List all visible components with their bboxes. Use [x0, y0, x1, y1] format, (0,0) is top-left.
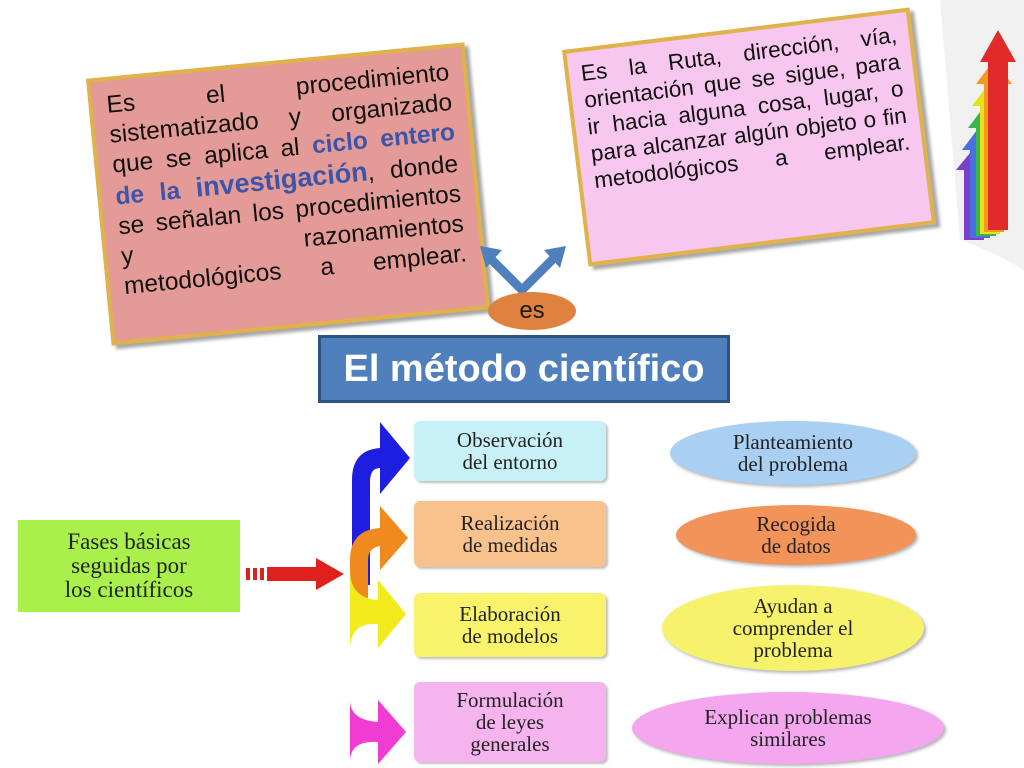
phase-arrows: [350, 422, 410, 764]
v-arrow-shape: [483, 251, 561, 295]
connector-arrows: [480, 246, 566, 295]
right-arrowhead-icon: [544, 246, 566, 268]
orange-curved-arrow: [350, 506, 408, 600]
rainbow-arrows-decoration: [940, 0, 1024, 270]
phase-box-realizacion: Realización de medidas: [414, 501, 606, 567]
red-arrow-icon: [246, 558, 344, 590]
outcome-oval-recogida: Recogida de datos: [676, 505, 916, 565]
definition-procedure-note: Es el procedimiento sistematizado y orga…: [86, 42, 490, 346]
outcome-oval-planteamiento: Planteamiento del problema: [670, 421, 916, 485]
magenta-curved-arrow: [350, 650, 406, 764]
connector-label-es: es: [488, 292, 576, 330]
page-title: El método científico: [318, 335, 730, 403]
definition-route-note: Es la Ruta, dirección, vía, orientación …: [562, 7, 936, 267]
phase-box-formulacion: Formulación de leyes generales: [414, 682, 606, 762]
outcome-oval-explican: Explican problemas similares: [632, 692, 944, 764]
definition-route-text: Es la Ruta, dirección, vía, orientación …: [579, 22, 912, 194]
outcome-oval-ayudan: Ayudan a comprender el problema: [662, 585, 924, 671]
rainbow-arrow-stack: [956, 30, 1016, 240]
phase-box-observacion: Observación del entorno: [414, 421, 606, 481]
phase-box-elaboracion: Elaboración de modelos: [414, 593, 606, 657]
fases-basicas-box: Fases básicas seguidas por los científic…: [18, 520, 240, 612]
left-arrowhead-icon: [480, 246, 502, 268]
yellow-curved-arrow: [350, 570, 406, 650]
